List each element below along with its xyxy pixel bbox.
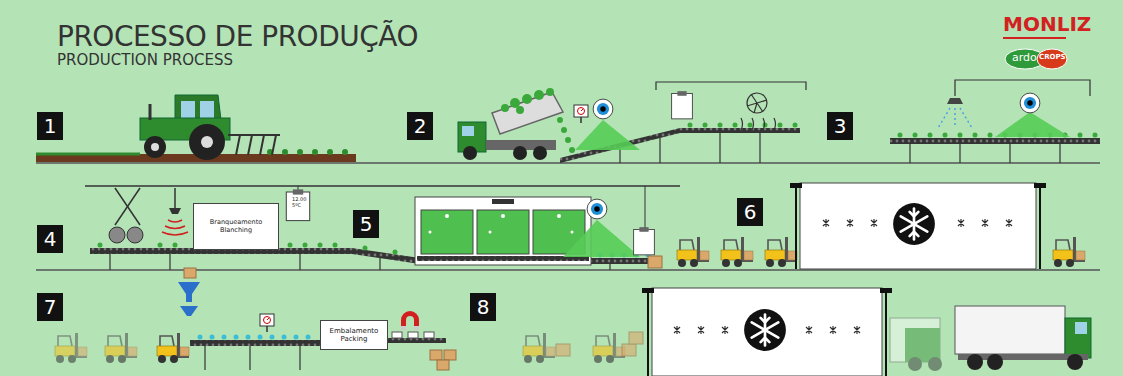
logo-text: MONLIZ [1003, 14, 1091, 35]
callout-number: 7 [44, 297, 57, 318]
clipboard-text: 12.00 [292, 197, 306, 202]
box-text: Branqueamento Blanching [197, 219, 275, 234]
callout-number: 1 [44, 116, 57, 137]
callout-number: 3 [834, 116, 847, 137]
callout-number: 8 [477, 297, 490, 318]
logo-text: CROPS [1039, 54, 1066, 61]
callout-number: 5 [360, 214, 373, 235]
title: PROCESSO DE PRODUÇÃO [57, 22, 418, 51]
subtitle: PRODUCTION PROCESS [57, 53, 233, 69]
process-box: Embalamento Packing [320, 320, 388, 350]
callout-number: 2 [414, 116, 427, 137]
callout-number: 6 [744, 202, 757, 223]
box-text: Embalamento Packing [324, 327, 384, 343]
process-box: Branqueamento Blanching [193, 203, 279, 250]
clipboard-text: 5ºC [292, 203, 301, 208]
callout-number: 4 [44, 229, 57, 250]
logo-text: ardo [1012, 52, 1037, 64]
